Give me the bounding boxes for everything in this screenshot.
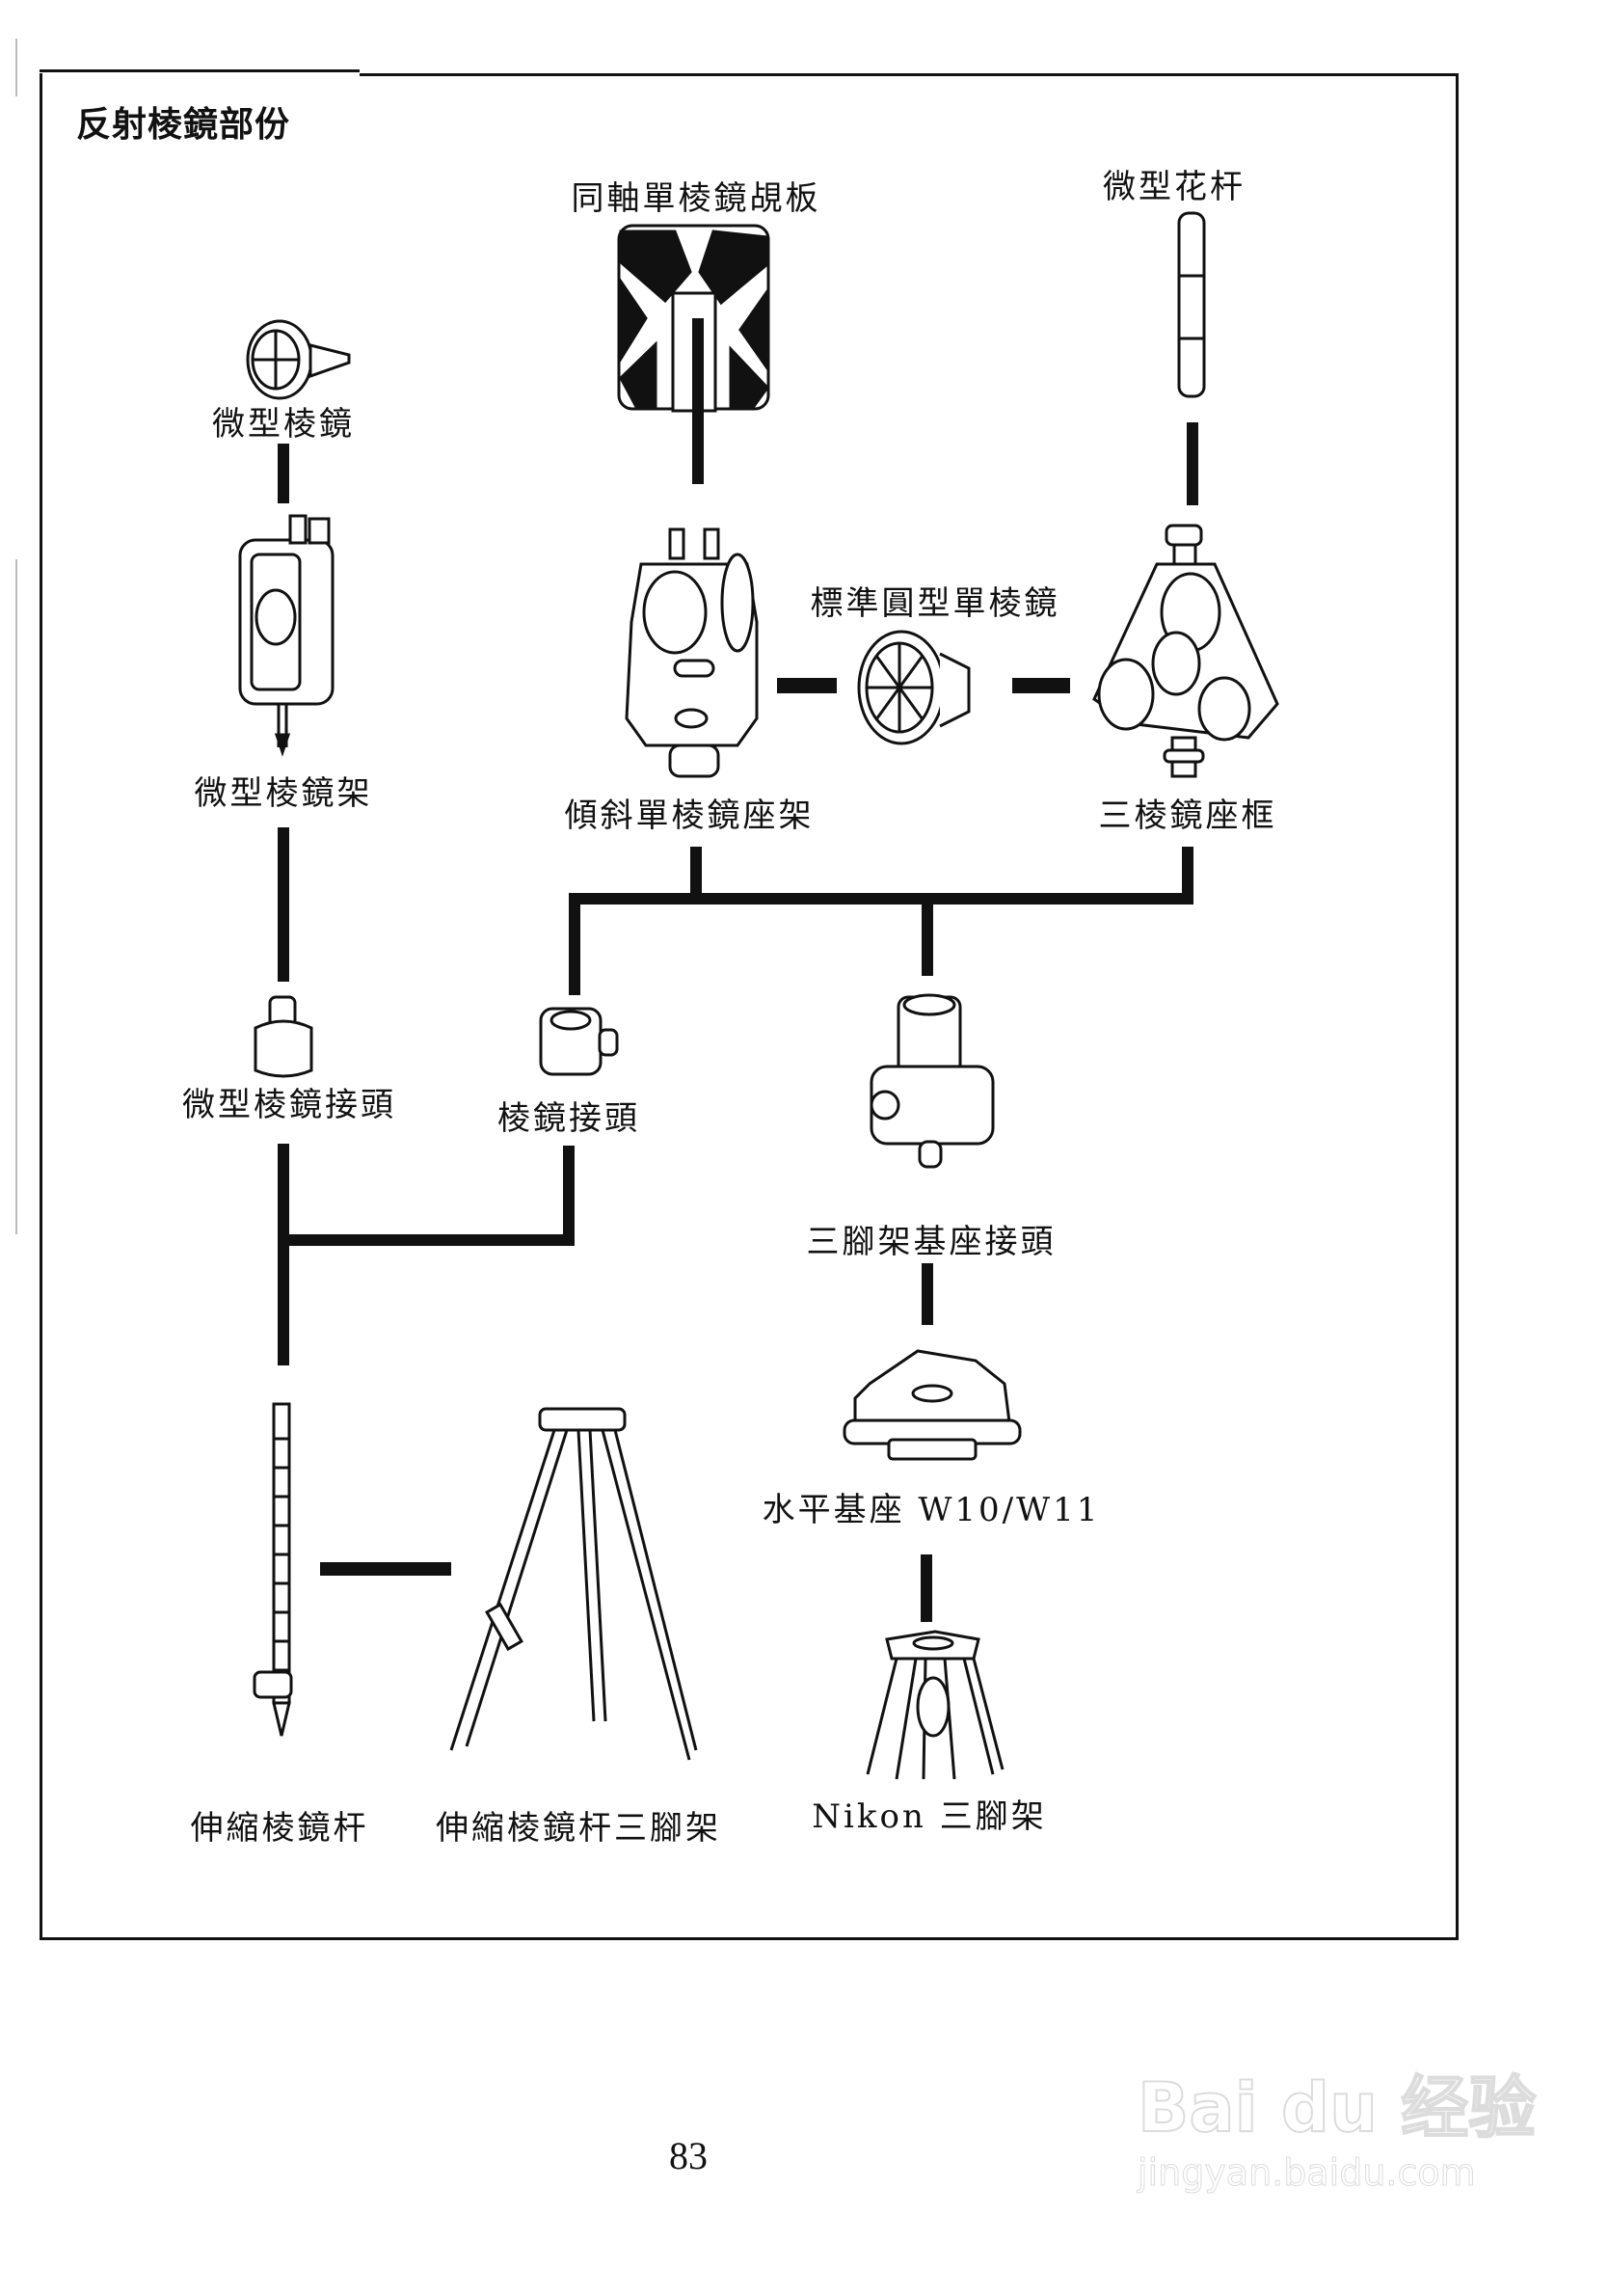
connector-line [922, 893, 933, 976]
section-title: 反射棱鏡部份 [76, 105, 291, 145]
label-mini-prism-adapter: 微型棱鏡接頭 [182, 1086, 396, 1124]
connector-line [569, 893, 580, 995]
connector-line [692, 318, 704, 484]
label-pole-tripod: 伸縮棱鏡杆三腳架 [436, 1809, 721, 1848]
connector-line [320, 1562, 451, 1576]
label-mini-prism: 微型棱鏡 [212, 405, 355, 444]
page-number: 83 [669, 2134, 708, 2177]
connector-line [278, 1234, 575, 1246]
mini-prism-adapter-icon [254, 995, 313, 1078]
connector-line [278, 827, 289, 982]
connector-line [922, 1263, 933, 1325]
label-telescopic-pole: 伸縮棱鏡杆 [190, 1809, 369, 1848]
watermark-url: jingyan.baidu.com [1137, 2151, 1476, 2195]
connector-line [278, 444, 289, 503]
tribrach-adapter-icon [870, 993, 995, 1169]
label-prism-adapter: 棱鏡接頭 [497, 1099, 640, 1138]
telescopic-pole-icon [253, 1402, 293, 1737]
scan-margin-mark [15, 559, 17, 1234]
nikon-tripod-icon [866, 1630, 1005, 1780]
label-coaxial-target: 同軸單棱鏡覘板 [571, 179, 821, 218]
pole-tripod-icon [449, 1407, 698, 1761]
label-triple-prism-holder: 三棱鏡座框 [1098, 797, 1277, 835]
standard-single-prism-icon [857, 630, 971, 745]
connector-line [278, 1144, 289, 1365]
label-mini-rod: 微型花杆 [1103, 168, 1246, 206]
label-tribrach-adapter: 三腳架基座接頭 [806, 1223, 1057, 1261]
watermark-brand: Bai du 经验 [1137, 2067, 1537, 2148]
connector-line [563, 1146, 575, 1242]
tilt-single-prism-holder-icon [625, 527, 759, 778]
mini-prism-holder-icon [238, 514, 335, 757]
tribrach-icon [843, 1349, 1022, 1461]
triple-prism-holder-icon [1092, 524, 1279, 778]
connector-line [569, 893, 1193, 905]
connector-line [1012, 678, 1070, 693]
diagram-frame [40, 73, 1459, 1940]
connector-line [777, 678, 837, 693]
coaxial-target-icon [617, 224, 770, 413]
mini-rod-icon [1177, 211, 1206, 398]
connector-line [921, 1554, 932, 1622]
mini-prism-icon [246, 319, 351, 400]
frame-top-border [360, 73, 1459, 76]
label-tilt-single-holder: 傾斜單棱鏡座架 [564, 797, 815, 835]
connector-line [1187, 422, 1198, 505]
connector-line [1182, 847, 1193, 903]
scan-margin-mark [15, 39, 17, 96]
connector-line [690, 847, 702, 903]
label-mini-prism-holder: 微型棱鏡架 [194, 774, 373, 813]
frame-top-border [40, 69, 360, 72]
prism-adapter-icon [539, 1007, 619, 1076]
label-nikon-tripod: Nikon 三腳架 [812, 1797, 1047, 1836]
label-standard-single-prism: 標準圓型單棱鏡 [810, 584, 1060, 623]
label-tribrach: 水平基座 W10/W11 [762, 1491, 1101, 1529]
baidu-watermark: Bai du 经验 jingyan.baidu.com [1137, 2054, 1537, 2195]
